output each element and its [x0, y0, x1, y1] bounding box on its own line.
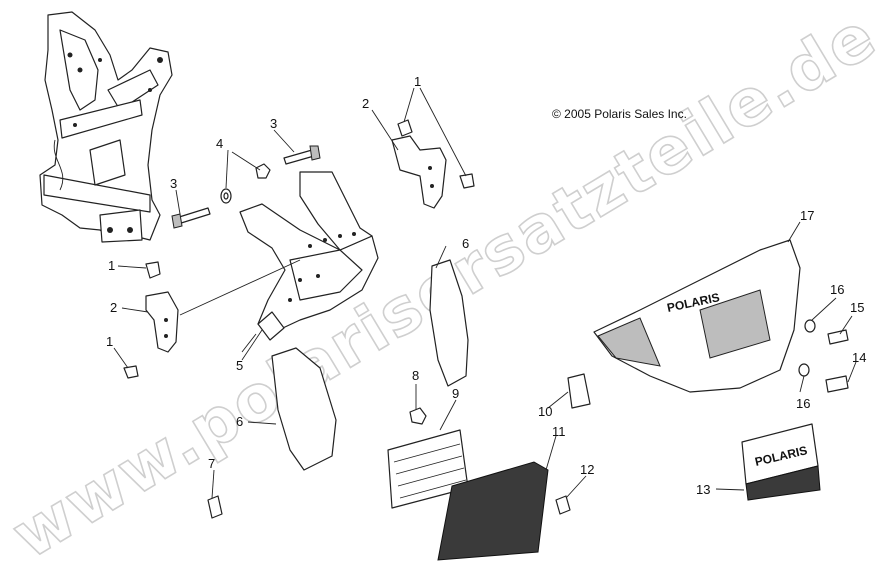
callout-8: 8 — [412, 368, 419, 383]
side-panel-right — [429, 259, 469, 387]
callout-3: 3 — [270, 116, 277, 131]
callout-14: 14 — [852, 350, 866, 365]
callout-12: 12 — [580, 462, 594, 477]
callout-17: 17 — [800, 208, 814, 223]
callout-16: 16 — [830, 282, 844, 297]
callout-5: 5 — [236, 358, 243, 373]
callout-11: 11 — [552, 424, 566, 439]
callout-6: 6 — [462, 236, 469, 251]
small-hardware — [207, 407, 427, 519]
callout-2: 2 — [110, 300, 117, 315]
front-rack — [179, 171, 379, 341]
callout-1: 1 — [414, 74, 421, 89]
frame-assembly — [39, 11, 173, 243]
callout-4: 4 — [216, 136, 223, 151]
callout-16: 16 — [796, 396, 810, 411]
callout-7: 7 — [208, 456, 215, 471]
bumper-hardware — [555, 319, 849, 515]
emblem-plate: POLARIS — [741, 423, 821, 501]
callout-3: 3 — [170, 176, 177, 191]
callout-1: 1 — [106, 334, 113, 349]
front-bumper: POLARIS — [567, 239, 801, 409]
callout-6: 6 — [236, 414, 243, 429]
left-bracket-hardware — [123, 145, 321, 379]
leader-lines — [113, 87, 857, 499]
callout-2: 2 — [362, 96, 369, 111]
side-panel-left — [271, 347, 337, 471]
copyright-notice: © 2005 Polaris Sales Inc. — [552, 107, 687, 121]
top-bracket-hardware — [391, 119, 475, 209]
grille-mesh — [437, 461, 549, 561]
callout-labels: 1 1 1 2 2 3 3 4 5 6 6 7 8 9 10 11 12 13 … — [106, 74, 866, 497]
callout-10: 10 — [538, 404, 552, 419]
callout-15: 15 — [850, 300, 864, 315]
callout-13: 13 — [696, 482, 710, 497]
callout-1: 1 — [108, 258, 115, 273]
callout-9: 9 — [452, 386, 459, 401]
